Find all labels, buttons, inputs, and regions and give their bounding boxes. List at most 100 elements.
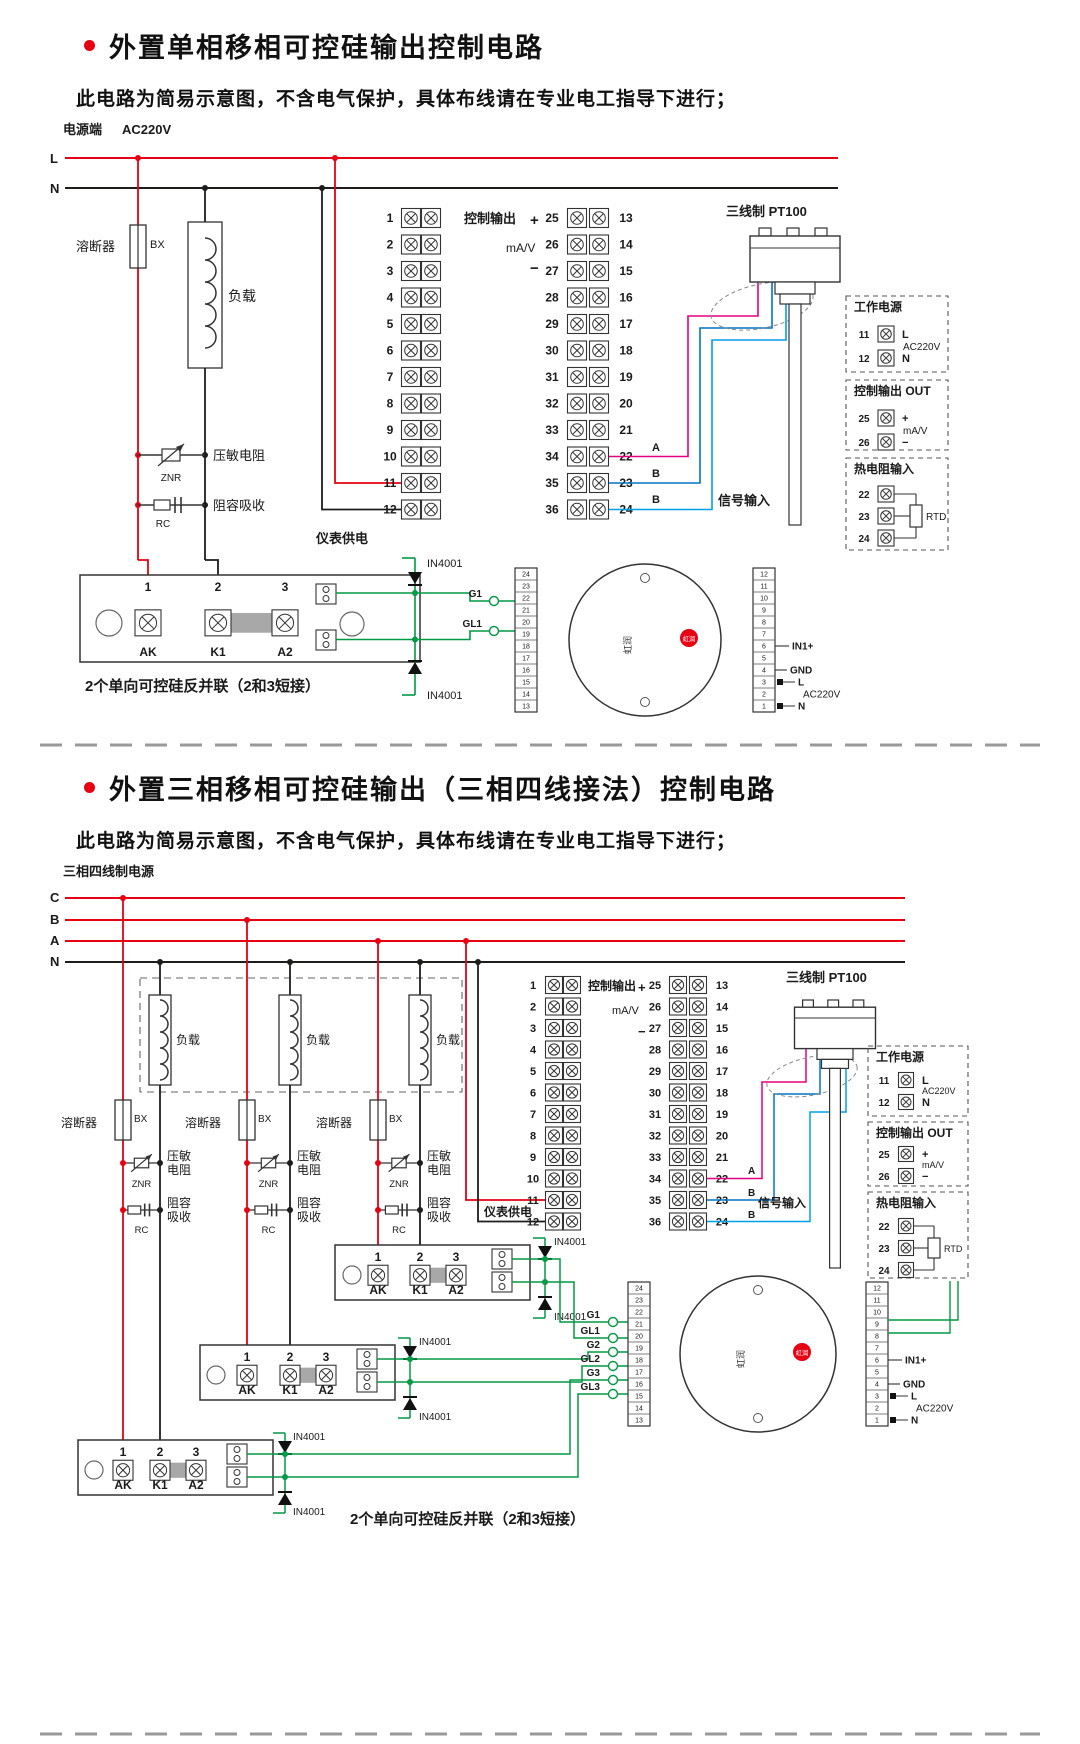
panel-ac-label: AC220V [903,342,941,353]
varistor-code: ZNR [161,473,182,484]
scr-terminal-label: K1 [210,645,226,659]
diagram-polygon [408,572,422,584]
diagram-circle [691,1000,705,1013]
strip-number: 15 [635,1393,643,1400]
diagram-circle [233,1469,241,1476]
rc-label: 阻容吸收 [213,498,265,513]
strip-number: 9 [875,1321,879,1328]
diagram-circle [592,502,606,517]
diagram-circle [592,343,606,358]
junction-dot [282,1474,288,1480]
diagram-circle [363,1360,371,1367]
panel-terminal-label: + [922,1149,928,1161]
brand-logo-text: 虹润 [796,1348,809,1357]
diagram-circle [138,613,158,632]
fuse-label: 溶断器 [316,1115,352,1130]
wire [549,1045,559,1054]
wire [426,478,436,488]
diagram-circle [424,449,438,464]
scr-terminal-label: K1 [412,1283,428,1297]
terminal-screw [420,393,442,414]
terminal-number: 35 [649,1195,661,1207]
panel-terminal-label: N [902,353,910,365]
varistor-label: 压敏电阻 [213,448,265,463]
junction-dot [120,1207,126,1213]
terminal-screw [877,529,895,547]
wire [881,437,891,447]
junction-dot [417,1160,423,1166]
gate-label: GL1 [463,619,483,630]
terminal-number: 24 [716,1216,729,1228]
terminal-number: 6 [387,344,394,358]
terminal-number: 3 [387,264,394,278]
terminal-number: 33 [649,1152,661,1164]
wire-rtd-a [707,1049,807,1180]
terminal-screw [588,207,610,229]
diagram-circle [363,1383,371,1390]
terminal-number: 7 [387,370,394,384]
diagram-circle [570,290,584,305]
strip-number: 16 [635,1381,643,1388]
wire [594,292,604,303]
diagram-circle [115,1463,131,1478]
terminal-screw [668,1190,688,1210]
wire [693,1088,703,1097]
terminal-number: 13 [619,211,633,225]
diagram-circle [363,1374,371,1381]
strip-number: 21 [522,607,530,614]
strip-number: 7 [762,631,766,638]
terminal-screw [668,1169,688,1188]
strip-number: 17 [635,1369,643,1376]
wire [406,451,416,462]
terminal-screw [566,419,588,441]
diagram-circle [565,1000,579,1013]
terminal-screw [562,975,582,995]
terminal-screw [688,975,708,995]
strip-number: 24 [522,571,530,578]
wire-a-label: A [652,442,660,454]
meter-node [777,679,783,685]
wire [567,1045,577,1054]
diagram-circle [671,1021,685,1035]
terminal-screw [566,499,588,520]
strip-number: 21 [635,1321,643,1328]
wire [693,1002,703,1011]
scr-terminal-number: 2 [157,1445,164,1459]
terminal-screw [877,325,895,343]
diagram-circle [592,290,606,305]
terminal-screw [236,1364,258,1386]
terminal-screw [400,207,422,229]
load-coil [289,999,299,1081]
terminal-screw [315,1364,337,1386]
wire [567,980,577,990]
terminal-number: 29 [649,1066,661,1078]
diagram-circle [570,317,584,331]
wire-gl1 [336,630,490,641]
panel-terminal-number: 26 [878,1172,890,1183]
wire [594,213,604,223]
strip-number: 13 [522,703,530,710]
mounting-hole [84,1460,104,1480]
varistor-arrowhead [403,1154,410,1161]
panel-terminal-number: 22 [878,1222,890,1233]
diagram-circle [691,1150,705,1164]
diagram-circle [424,211,438,225]
junction-dot [412,636,418,643]
load-label: 负载 [176,1033,200,1047]
terminal-screw [562,1169,582,1188]
wire [567,1174,577,1183]
terminal-screw [420,234,442,255]
strip-number: 19 [635,1345,643,1352]
diagram-circle [424,502,438,517]
wire [426,451,436,462]
terminal-screw [668,1083,688,1102]
panel-title: 工作电源 [876,1049,924,1064]
panel-terminal-number: 23 [858,512,870,523]
phase-label: C [50,890,60,905]
strip-number: 11 [873,1297,880,1304]
varistor-arrowhead [145,1154,152,1161]
wire [406,213,416,223]
